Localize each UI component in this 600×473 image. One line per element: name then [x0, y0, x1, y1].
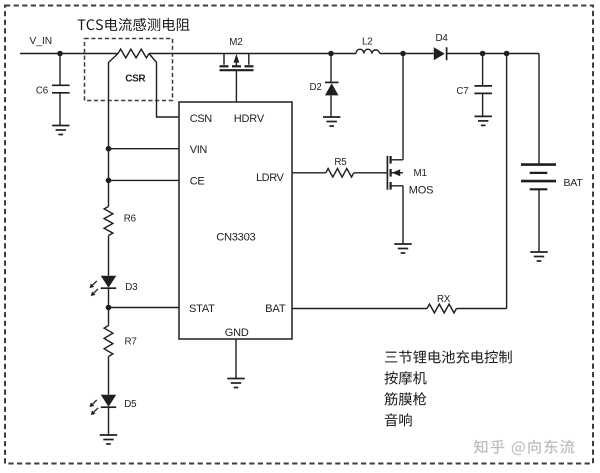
svg-text:C6: C6	[36, 86, 49, 97]
svg-text:R5: R5	[334, 157, 347, 168]
svg-text:CE: CE	[190, 175, 205, 187]
svg-text:R6: R6	[124, 214, 137, 225]
svg-text:R7: R7	[125, 337, 137, 348]
svg-text:D5: D5	[124, 399, 137, 410]
svg-text:CN3303: CN3303	[216, 232, 255, 244]
svg-text:LDRV: LDRV	[256, 172, 285, 184]
svg-text:RX: RX	[437, 294, 451, 305]
svg-text:C7: C7	[456, 86, 468, 97]
svg-text:BAT: BAT	[564, 177, 584, 189]
svg-text:MOS: MOS	[409, 185, 433, 197]
svg-text:GND: GND	[225, 327, 249, 339]
svg-text:M2: M2	[229, 37, 242, 48]
svg-text:CSR: CSR	[125, 74, 146, 85]
svg-text:HDRV: HDRV	[234, 113, 265, 125]
svg-text:STAT: STAT	[189, 303, 215, 315]
svg-text:VIN: VIN	[190, 144, 208, 156]
svg-text:BAT: BAT	[265, 303, 286, 315]
svg-text:D2: D2	[310, 82, 322, 93]
svg-text:D4: D4	[436, 33, 449, 44]
svg-text:CSN: CSN	[190, 113, 212, 125]
svg-text:V_IN: V_IN	[30, 36, 53, 47]
svg-text:D3: D3	[125, 282, 138, 293]
svg-text:M1: M1	[414, 168, 427, 179]
svg-text:L2: L2	[362, 36, 373, 47]
